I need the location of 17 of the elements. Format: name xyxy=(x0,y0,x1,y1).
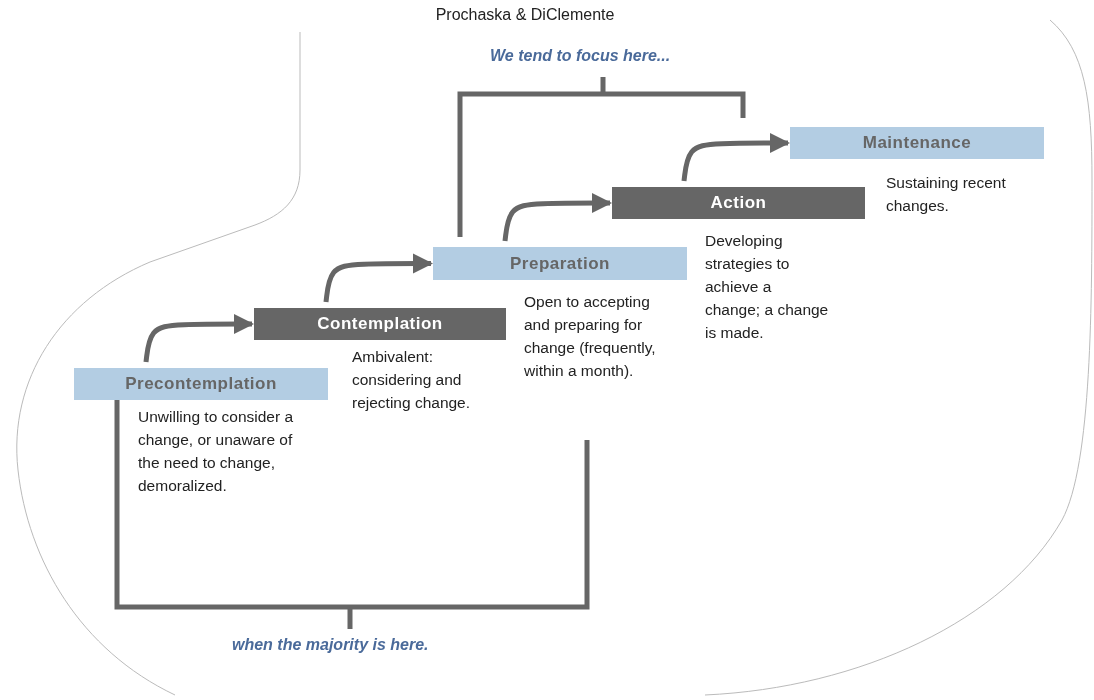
stage-description: Unwilling to consider a change, or unaware of the need to change, demoralized. xyxy=(138,407,295,496)
stage-description: Ambivalent: considering and rejecting change. xyxy=(352,347,472,413)
stage-box: Maintenance xyxy=(790,127,1044,159)
stage-description: Developing strategies to achieve a change; a change is made. xyxy=(705,231,830,343)
stage-box: Contemplation xyxy=(254,308,506,340)
diagram-title: Prochaska & DiClemente xyxy=(434,6,616,24)
curved-arrow xyxy=(143,314,254,363)
stage-box: Preparation xyxy=(433,247,687,280)
stage-box: Action xyxy=(612,187,865,219)
note-text: when the majority is here. xyxy=(232,636,429,654)
stage-description: Open to accepting and preparing for change (frequently, within a month). xyxy=(524,292,657,381)
stage-box: Precontemplation xyxy=(74,368,328,400)
curved-arrow xyxy=(502,193,612,242)
note-text: We tend to focus here... xyxy=(490,47,671,65)
stage-description: Sustaining recent changes. xyxy=(886,173,1007,216)
curved-arrow xyxy=(681,133,790,182)
curved-arrow xyxy=(323,253,433,303)
